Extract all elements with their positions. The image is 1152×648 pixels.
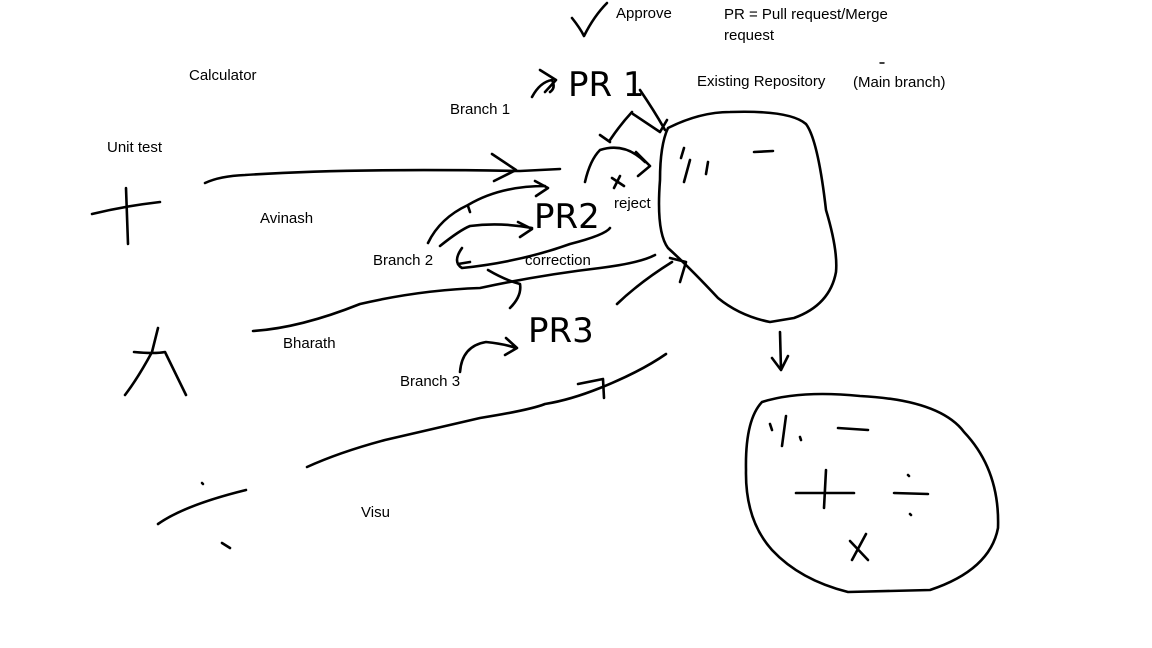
approve-arrow [598,110,634,144]
main-branch-label: (Main branch) [853,74,946,91]
branch2-label: Branch 2 [373,252,434,269]
pr3-to-repo-arrow [615,256,688,306]
correction-label: correction [525,252,591,269]
merged-repo-blob [744,392,1000,594]
plus-sign [90,186,162,246]
multiply-sign [123,326,188,397]
branch2-loop-middle [438,220,534,248]
divide-sign [156,481,248,550]
pr1-arrow-glyph [530,68,558,99]
existing-repo-blob [657,110,838,324]
pr1-to-repo-arrow [631,88,669,134]
approve-label: Approve [616,5,672,22]
branch2-loop-lower [455,226,612,270]
avinash-branch-line [203,167,562,185]
bharath-label: Bharath [283,335,336,352]
branch1-label: Branch 1 [450,101,511,118]
visu-label: Visu [361,504,390,521]
unit-test-label: Unit test [107,139,163,156]
reject-label: reject [614,195,651,212]
branch3-arrow [458,336,519,374]
existing-repo-label: Existing Repository [697,73,826,90]
pr2-handwritten: PR2 [534,197,600,237]
calculator-label: Calculator [189,67,257,84]
pr1-handwritten: PR 1 [568,65,645,105]
approve-check [570,1,609,38]
reject-x [610,174,626,190]
merge-down-arrow [770,330,790,372]
avinash-arrowhead [490,152,518,183]
pr3-handwritten: PR3 [528,311,594,351]
pr-definition-line2: request [724,27,775,44]
branch2-loop-upper [426,179,550,245]
pr-definition-line1: PR = Pull request/Merge [724,6,888,23]
avinash-label: Avinash [260,210,314,227]
pr2-to-repo-arrow [583,146,652,184]
visu-branch-line [305,352,668,469]
branch3-label: Branch 3 [400,373,461,390]
bharath-branch-line [251,253,657,333]
